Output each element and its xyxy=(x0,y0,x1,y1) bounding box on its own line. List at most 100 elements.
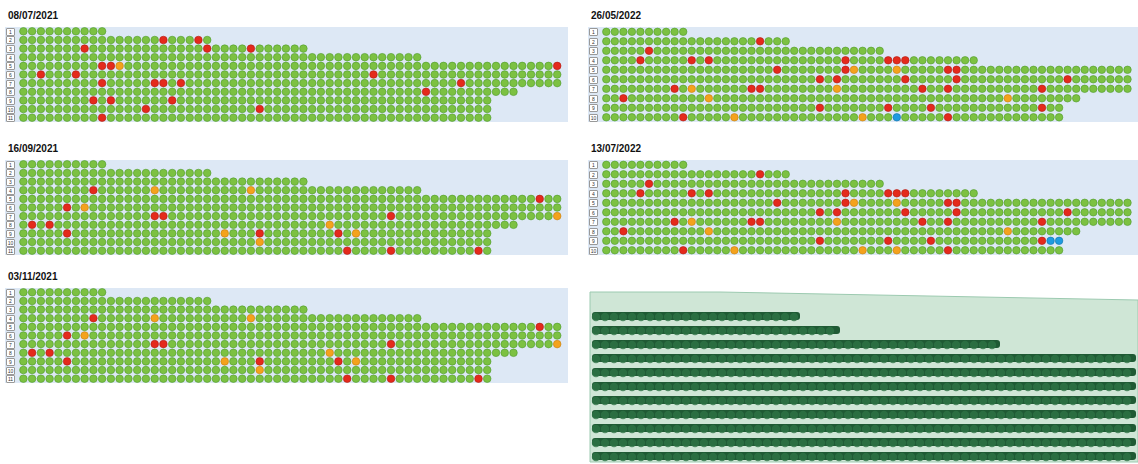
tree-dot xyxy=(501,88,509,96)
tree-dot xyxy=(405,358,413,366)
tree-dot xyxy=(282,358,290,366)
tree-dot xyxy=(628,85,636,93)
tree-dot xyxy=(893,57,901,65)
tree-dot xyxy=(833,114,841,122)
tree-dot xyxy=(28,169,36,177)
tree-dot xyxy=(273,314,281,322)
tree-dot xyxy=(151,97,159,105)
tree-dot xyxy=(81,297,89,305)
tree-dot xyxy=(282,366,290,374)
tree-dot xyxy=(133,238,141,246)
tree-dot xyxy=(221,314,229,322)
tree-dot xyxy=(671,85,679,93)
tree-dot xyxy=(230,97,238,105)
tree-dot xyxy=(256,62,264,70)
tree-dot xyxy=(72,79,80,87)
tree-dot xyxy=(859,66,867,74)
tree-dot xyxy=(679,104,687,112)
tree-dot xyxy=(247,366,255,374)
tree-dot xyxy=(1030,66,1038,74)
tree-dot xyxy=(483,332,491,340)
tree-dot xyxy=(405,71,413,79)
tree-dot xyxy=(782,95,790,103)
tree-dot xyxy=(20,358,28,366)
tree-dot xyxy=(125,297,133,305)
tree-dot xyxy=(186,195,194,203)
tree-dot xyxy=(256,71,264,79)
tree-dot xyxy=(177,349,185,357)
tree-dot xyxy=(98,45,106,53)
tree-dot xyxy=(186,212,194,220)
tree-dot xyxy=(748,114,756,122)
tree-dot xyxy=(256,375,264,383)
tree-dot xyxy=(46,349,54,357)
tree-dot xyxy=(1004,66,1012,74)
tree-dot xyxy=(317,238,325,246)
tree-dot xyxy=(273,306,281,314)
tree-dot xyxy=(731,95,739,103)
tree-dot xyxy=(28,186,36,194)
map-panel xyxy=(5,288,568,383)
tree-dot xyxy=(177,340,185,348)
tree-dot xyxy=(195,212,203,220)
tree-dot xyxy=(133,71,141,79)
tree-dot xyxy=(671,47,679,55)
tree-dot xyxy=(326,212,334,220)
tree-dot xyxy=(168,178,176,186)
tree-dot xyxy=(265,195,273,203)
tree-dot xyxy=(361,375,369,383)
tree-dot xyxy=(160,221,168,229)
tree-dot xyxy=(107,306,115,314)
tree-dot xyxy=(1038,85,1046,93)
tree-dot xyxy=(90,366,98,374)
tree-dot xyxy=(970,95,978,103)
tree-dot xyxy=(361,340,369,348)
tree-dot xyxy=(186,204,194,212)
tree-dot xyxy=(55,28,63,36)
tree-dot xyxy=(133,230,141,238)
tree-dot xyxy=(1030,85,1038,93)
tree-dot xyxy=(55,247,63,255)
tree-dot xyxy=(645,114,653,122)
tree-dot xyxy=(212,306,220,314)
tree-dot xyxy=(116,195,124,203)
tree-dot xyxy=(756,114,764,122)
tree-dot xyxy=(688,85,696,93)
tree-dot xyxy=(352,221,360,229)
tree-dot xyxy=(440,221,448,229)
tree-dot xyxy=(628,57,636,65)
tree-dot xyxy=(422,230,430,238)
tree-dot xyxy=(1004,104,1012,112)
tree-dot xyxy=(221,114,229,122)
tree-dot xyxy=(645,57,653,65)
tree-dot xyxy=(203,212,211,220)
tree-dot xyxy=(343,314,351,322)
tree-dot xyxy=(697,38,705,46)
tree-dot xyxy=(987,95,995,103)
tree-dot xyxy=(405,204,413,212)
tree-dot xyxy=(722,66,730,74)
tree-dot xyxy=(186,221,194,229)
tree-dot xyxy=(352,340,360,348)
tree-dot xyxy=(142,195,150,203)
tree-dot xyxy=(282,323,290,331)
tree-dot xyxy=(352,53,360,61)
tree-dot xyxy=(195,36,203,44)
tree-dot xyxy=(765,38,773,46)
tree-dot xyxy=(714,57,722,65)
tree-dot xyxy=(98,297,106,305)
tree-dot xyxy=(247,62,255,70)
tree-dot xyxy=(978,85,986,93)
tree-dot xyxy=(28,358,36,366)
tree-dot xyxy=(343,332,351,340)
tree-dot xyxy=(63,186,71,194)
tree-dot xyxy=(413,375,421,383)
tree-dot xyxy=(20,340,28,348)
tree-dot xyxy=(256,195,264,203)
tree-dot xyxy=(133,306,141,314)
tree-dot xyxy=(90,36,98,44)
tree-dot xyxy=(545,71,553,79)
tree-dot xyxy=(501,340,509,348)
tree-dot xyxy=(168,366,176,374)
tree-dot xyxy=(247,230,255,238)
